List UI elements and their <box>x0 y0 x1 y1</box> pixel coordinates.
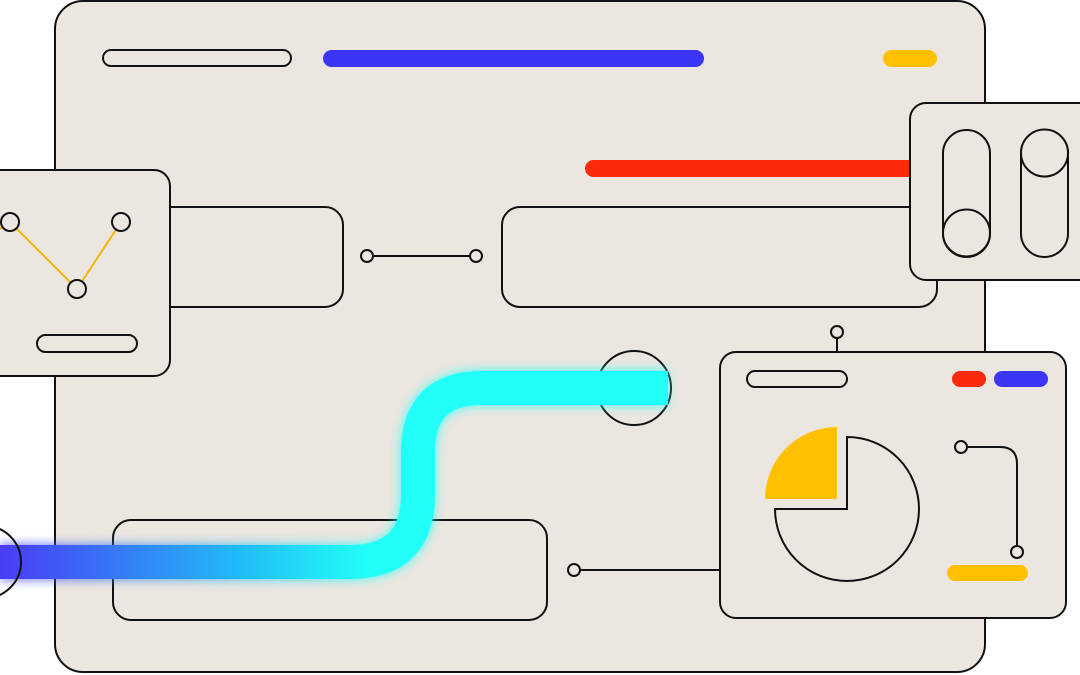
chart-point-3 <box>111 212 131 232</box>
chart-point-1 <box>0 212 20 232</box>
blue-accent-bar <box>323 50 704 67</box>
connector-node-right <box>469 249 483 263</box>
node-connector-bottom <box>567 563 720 577</box>
yellow-accent-bar <box>883 50 937 67</box>
card-anchor-node <box>830 325 844 339</box>
yellow-caption-bar <box>947 565 1028 581</box>
connector-node-bottom <box>567 563 581 577</box>
toggle-switch-2[interactable] <box>1020 128 1069 258</box>
chart-point-2 <box>67 279 87 299</box>
chart-caption-bar <box>36 334 138 353</box>
elbow-node-end <box>1010 545 1024 559</box>
line-chart-card <box>0 169 171 377</box>
card-title-bar <box>746 370 848 388</box>
toggle-knob-1 <box>942 208 991 258</box>
elbow-connector <box>954 440 1024 559</box>
toggle-knob-2 <box>1020 128 1069 178</box>
title-placeholder-bar <box>102 49 292 67</box>
pie-slice-remainder <box>773 435 920 582</box>
pie-slice-highlight <box>765 427 837 499</box>
connector-node-left <box>360 249 374 263</box>
elbow-node-start <box>954 440 968 454</box>
node-connector-top <box>360 249 483 263</box>
glowing-data-pipe <box>0 370 668 580</box>
pipe-start-ring <box>0 528 22 596</box>
red-accent-bar <box>585 160 925 177</box>
pie-chart-card <box>719 325 1067 619</box>
toggle-switch-1[interactable] <box>942 129 991 258</box>
red-status-pill <box>952 371 986 387</box>
blue-status-pill <box>994 371 1048 387</box>
toggle-card <box>909 102 1080 281</box>
